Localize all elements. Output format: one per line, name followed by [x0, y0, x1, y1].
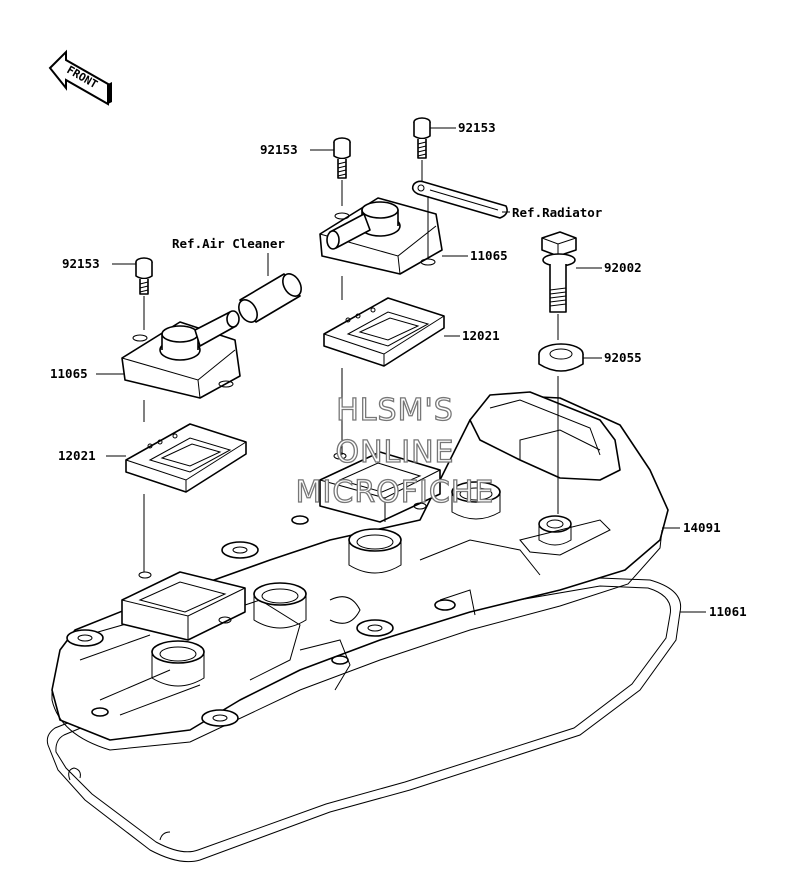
watermark-line3: MICROFICHE	[296, 475, 495, 510]
bolt-mid	[333, 137, 351, 179]
label-cover-right: 11065	[470, 248, 508, 263]
plug-hole	[253, 582, 307, 629]
label-cover-left: 11065	[50, 366, 88, 381]
head-cover	[51, 391, 669, 751]
watermark-line2: ONLINE	[335, 435, 454, 470]
bolt-right	[413, 117, 431, 159]
label-ref-radiator: Ref.Radiator	[512, 205, 603, 220]
label-reed-right: 12021	[462, 328, 500, 343]
gasket-outline	[46, 577, 682, 863]
label-bolt-mid: 92153	[260, 142, 298, 157]
watermark: HLSM'S ONLINE MICROFICHE	[295, 392, 495, 510]
label-bolt-left: 92153	[62, 256, 100, 271]
label-reed-left: 12021	[58, 448, 96, 463]
bolt-left	[135, 257, 153, 295]
label-bolt-large: 92002	[604, 260, 642, 275]
reed-cover-right	[319, 197, 443, 275]
label-grommet: 92055	[604, 350, 642, 365]
reed-cover-left	[121, 310, 241, 399]
radiator-bracket	[411, 180, 508, 219]
reed-valve-left	[125, 423, 247, 493]
reed-seat-left	[121, 571, 246, 641]
grommet	[538, 343, 584, 372]
label-bolt-right: 92153	[458, 120, 496, 135]
plug-hole	[151, 640, 205, 687]
reed-valve-right	[323, 297, 445, 367]
air-cleaner-hose	[238, 273, 302, 323]
label-ref-air-cleaner: Ref.Air Cleaner	[172, 236, 285, 251]
label-gasket: 11061	[709, 604, 747, 619]
bolt-large	[541, 231, 577, 313]
label-head-cover: 14091	[683, 520, 721, 535]
plug-hole	[348, 528, 402, 574]
front-arrow-icon: FRONT	[48, 49, 112, 106]
plug-hole	[451, 481, 501, 520]
reed-seat-right	[319, 451, 441, 523]
watermark-line1: HLSM'S	[336, 393, 454, 428]
